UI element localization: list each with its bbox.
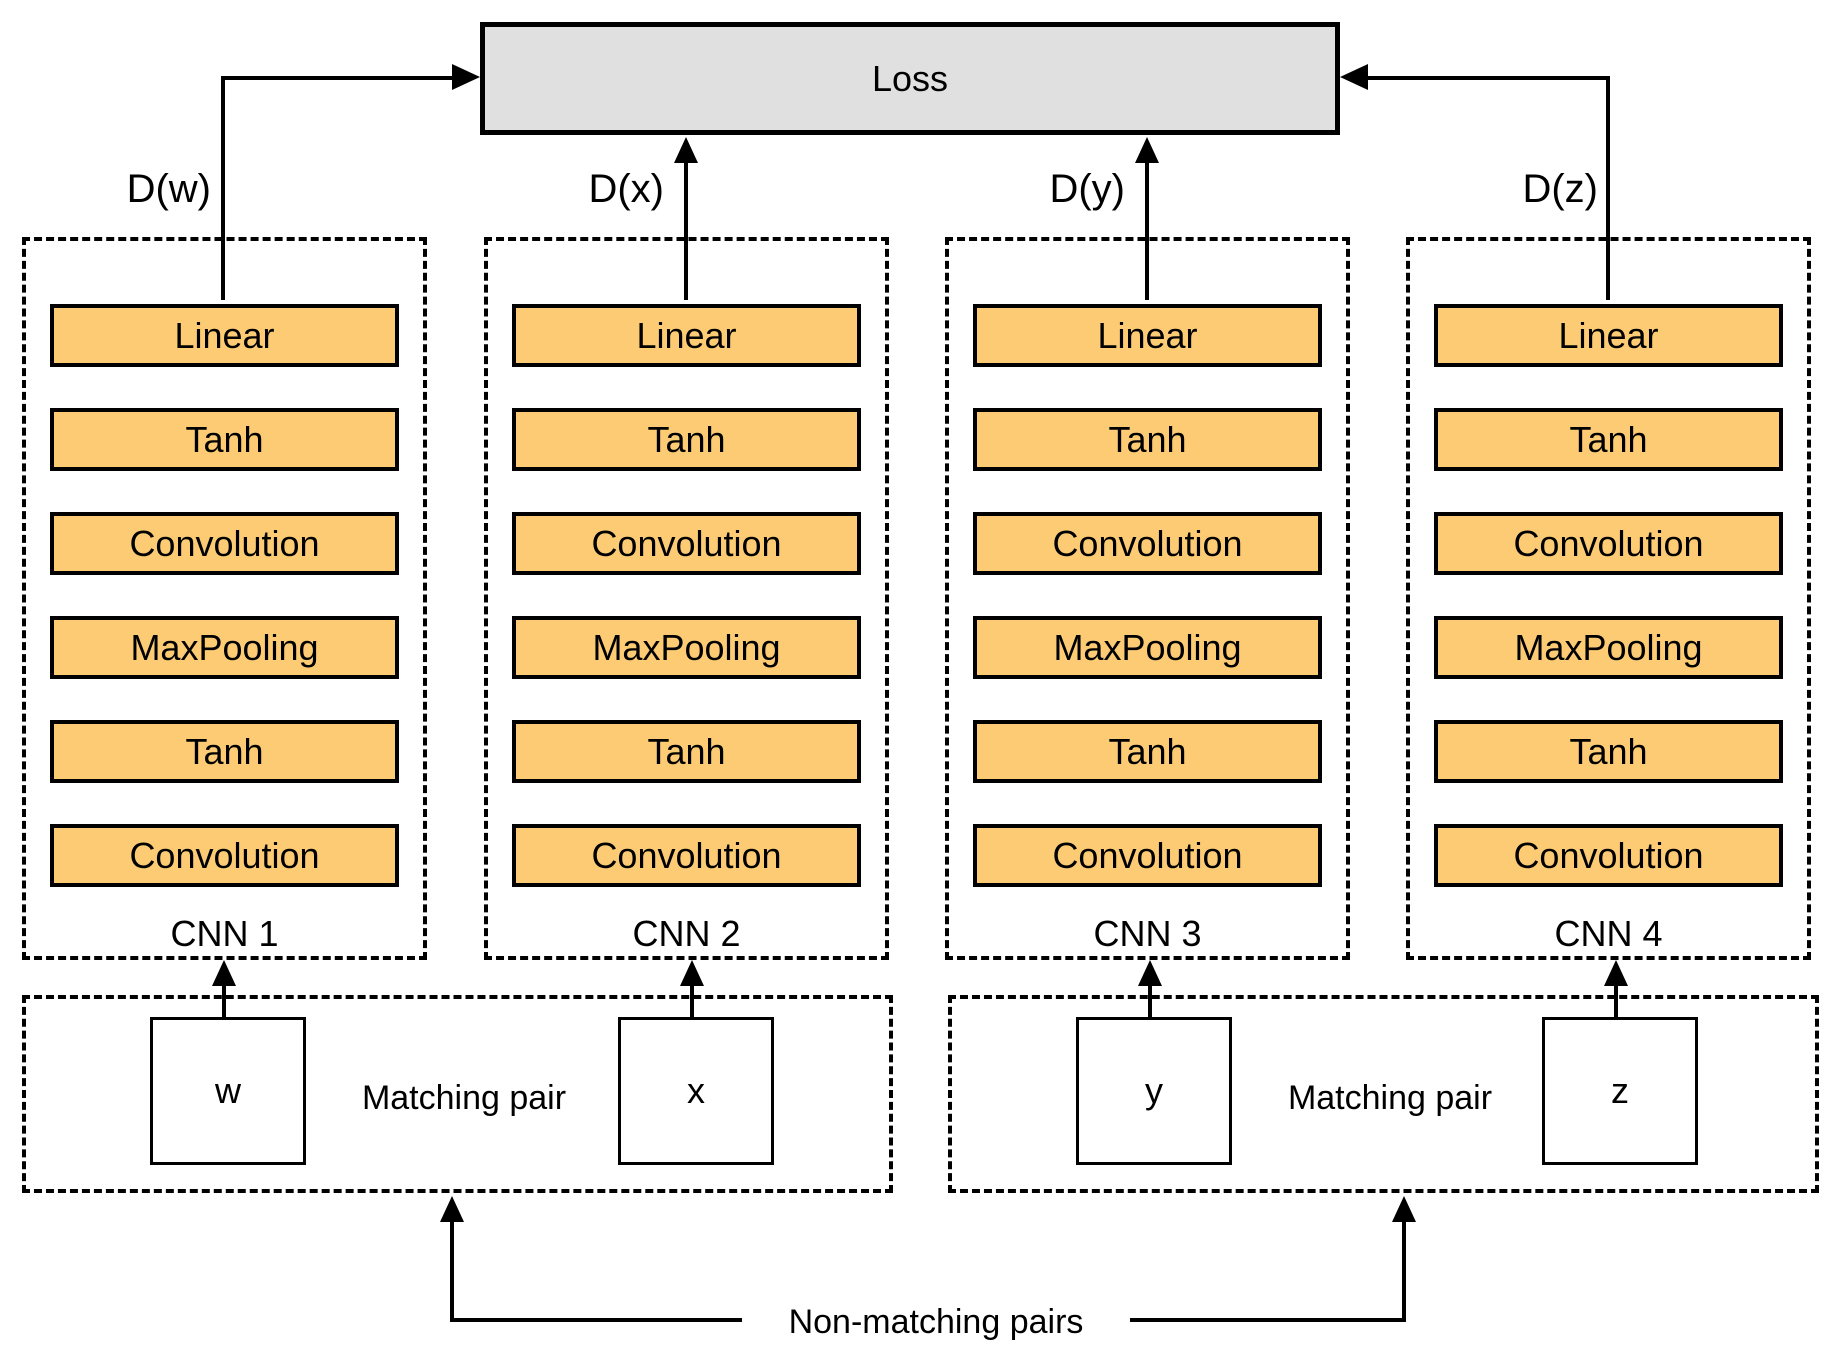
cnn4-title: CNN 4 bbox=[1554, 913, 1663, 954]
input-x-label: x bbox=[687, 1070, 705, 1111]
cnn1-layer-maxpooling: MaxPooling bbox=[50, 616, 399, 679]
cnn1-layer-tanh: Tanh bbox=[50, 408, 399, 471]
input-z-connector bbox=[1614, 982, 1618, 1017]
cnn4-layer-tanh2: Tanh bbox=[1434, 720, 1783, 783]
non-matching-right-connector-vertical bbox=[1402, 1220, 1406, 1322]
cnn3-layer-tanh: Tanh bbox=[973, 408, 1322, 471]
non-matching-left-arrowhead-icon bbox=[440, 1196, 464, 1222]
input-y-label: y bbox=[1145, 1070, 1163, 1111]
cnn1-layer-tanh2: Tanh bbox=[50, 720, 399, 783]
cnn3-title: CNN 3 bbox=[1093, 913, 1202, 954]
cnn2-layer-maxpooling: MaxPooling bbox=[512, 616, 861, 679]
cnn3-layer-linear: Linear bbox=[973, 304, 1322, 367]
input-y-arrowhead-icon bbox=[1138, 960, 1162, 986]
cnn1-loss-connector-vertical bbox=[221, 76, 225, 300]
matching-pair-1-label: Matching pair bbox=[361, 1079, 567, 1117]
cnn4-layer-convolution2: Convolution bbox=[1434, 824, 1783, 887]
non-matching-right-connector-horizontal bbox=[1130, 1318, 1406, 1322]
cnn3-layer-maxpooling: MaxPooling bbox=[973, 616, 1322, 679]
input-x-arrowhead-icon bbox=[680, 960, 704, 986]
cnn3-loss-arrowhead-icon bbox=[1135, 137, 1159, 163]
cnn3-layer-convolution2: Convolution bbox=[973, 824, 1322, 887]
cnn4-loss-arrowhead-icon bbox=[1340, 64, 1368, 90]
cnn2-loss-connector-vertical bbox=[684, 160, 688, 300]
cnn2-layer-tanh: Tanh bbox=[512, 408, 861, 471]
cnn1-layer-convolution: Convolution bbox=[50, 512, 399, 575]
input-y-connector bbox=[1148, 982, 1152, 1017]
distance-label-dz: D(z) bbox=[1522, 167, 1598, 211]
cnn1-loss-connector-horizontal bbox=[221, 76, 452, 80]
distance-label-dy: D(y) bbox=[1049, 167, 1125, 211]
matching-pair-1-container: w Matching pair x bbox=[22, 995, 893, 1193]
cnn2-layer-convolution2: Convolution bbox=[512, 824, 861, 887]
cnn4-layer-linear: Linear bbox=[1434, 304, 1783, 367]
cnn3-layer-tanh2: Tanh bbox=[973, 720, 1322, 783]
cnn2-layer-convolution: Convolution bbox=[512, 512, 861, 575]
matching-pair-2-container: y Matching pair z bbox=[948, 995, 1819, 1193]
cnn2-loss-arrowhead-icon bbox=[674, 137, 698, 163]
cnn1-layer-convolution2: Convolution bbox=[50, 824, 399, 887]
input-box-w: w bbox=[150, 1017, 306, 1165]
non-matching-left-connector-horizontal bbox=[450, 1318, 742, 1322]
cnn3-container: Linear Tanh Convolution MaxPooling Tanh … bbox=[945, 237, 1350, 960]
input-x-connector bbox=[690, 982, 694, 1017]
input-box-y: y bbox=[1076, 1017, 1232, 1165]
cnn3-loss-connector-vertical bbox=[1145, 160, 1149, 300]
cnn4-loss-connector-vertical bbox=[1606, 76, 1610, 300]
cnn1-title: CNN 1 bbox=[170, 913, 279, 954]
non-matching-pairs-label: Non-matching pairs bbox=[788, 1303, 1084, 1341]
input-box-z: z bbox=[1542, 1017, 1698, 1165]
cnn4-container: Linear Tanh Convolution MaxPooling Tanh … bbox=[1406, 237, 1811, 960]
cnn4-loss-connector-horizontal bbox=[1368, 76, 1610, 80]
cnn4-layer-tanh: Tanh bbox=[1434, 408, 1783, 471]
loss-label: Loss bbox=[871, 57, 949, 99]
cnn2-layer-tanh2: Tanh bbox=[512, 720, 861, 783]
cnn2-container: Linear Tanh Convolution MaxPooling Tanh … bbox=[484, 237, 889, 960]
cnn4-layer-convolution: Convolution bbox=[1434, 512, 1783, 575]
cnn1-container: Linear Tanh Convolution MaxPooling Tanh … bbox=[22, 237, 427, 960]
cnn1-loss-arrowhead-icon bbox=[452, 64, 480, 90]
cnn2-layer-linear: Linear bbox=[512, 304, 861, 367]
input-z-label: z bbox=[1611, 1070, 1629, 1111]
distance-label-dw: D(w) bbox=[126, 167, 211, 211]
input-z-arrowhead-icon bbox=[1604, 960, 1628, 986]
distance-label-dx: D(x) bbox=[588, 167, 664, 211]
input-w-connector bbox=[222, 982, 226, 1017]
cnn4-layer-maxpooling: MaxPooling bbox=[1434, 616, 1783, 679]
non-matching-right-arrowhead-icon bbox=[1392, 1196, 1416, 1222]
input-box-x: x bbox=[618, 1017, 774, 1165]
input-w-arrowhead-icon bbox=[212, 960, 236, 986]
cnn3-layer-convolution: Convolution bbox=[973, 512, 1322, 575]
matching-pair-2-label: Matching pair bbox=[1287, 1079, 1493, 1117]
cnn1-layer-linear: Linear bbox=[50, 304, 399, 367]
loss-box: Loss bbox=[480, 22, 1340, 135]
non-matching-left-connector-vertical bbox=[450, 1220, 454, 1322]
input-w-label: w bbox=[215, 1070, 241, 1111]
cnn2-title: CNN 2 bbox=[632, 913, 741, 954]
